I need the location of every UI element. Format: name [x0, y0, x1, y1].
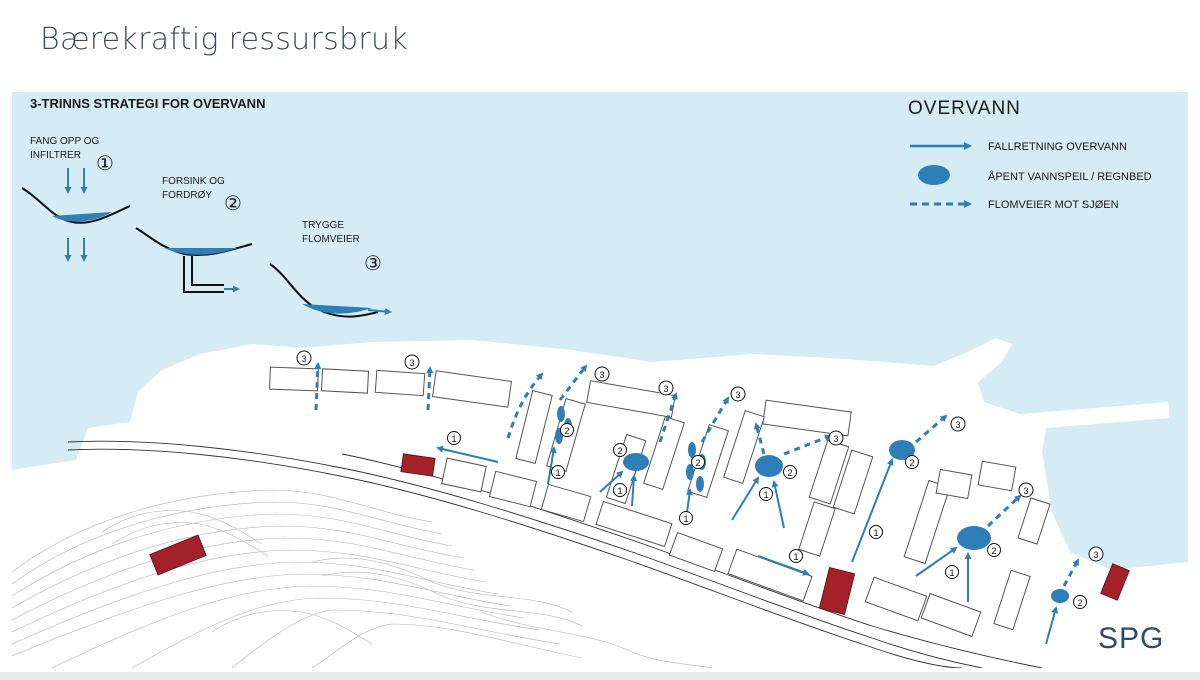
- marker-three: 3: [1088, 546, 1104, 562]
- step1-number: ①: [96, 153, 114, 175]
- svg-text:2: 2: [1077, 598, 1082, 608]
- legend-item-flomveier: FLOMVEIER MOT SJØEN: [910, 199, 1119, 211]
- step2-number: ②: [224, 193, 242, 215]
- marker-one: 1: [945, 565, 959, 579]
- svg-text:3: 3: [301, 354, 306, 364]
- rain-bed: [755, 455, 783, 477]
- spg-logo: SPG: [1098, 622, 1164, 655]
- strategy-heading: 3-TRINNS STRATEGI FOR OVERVANN: [30, 96, 265, 111]
- marker-three: 3: [730, 386, 746, 402]
- flow-arrows: [436, 445, 1059, 645]
- legend-label: FLOMVEIER MOT SJØEN: [988, 199, 1119, 211]
- legend-label: FALLRETNING OVERVANN: [988, 141, 1127, 153]
- building-blocks: [269, 366, 1051, 638]
- rain-bed: [686, 464, 694, 480]
- rain-bed: [623, 453, 649, 471]
- svg-text:1: 1: [949, 568, 954, 578]
- marker-one: 1: [789, 549, 803, 563]
- legend-label: ÅPENT VANNSPEIL / REGNBED: [988, 170, 1152, 183]
- svg-text:2: 2: [617, 446, 622, 456]
- rain-bed: [557, 406, 565, 422]
- existing-buildings: [149, 453, 1130, 616]
- svg-text:3: 3: [955, 420, 960, 430]
- terrain-contours: [12, 489, 713, 668]
- red-building: [400, 453, 436, 477]
- marker-two: 2: [783, 465, 797, 479]
- marker-two: 2: [613, 443, 627, 457]
- rain-bed: [889, 440, 915, 460]
- red-building: [818, 566, 856, 616]
- legend-item-fallretning: FALLRETNING OVERVANN: [910, 141, 1127, 153]
- step-markers: 3 3 3 3 3 3 3 3 3 2 2 2 2 2 2 2 1 1 1 1 …: [296, 350, 1104, 609]
- svg-text:3: 3: [735, 390, 740, 400]
- step2-label-line2: FORDRØY: [162, 190, 212, 201]
- svg-text:1: 1: [793, 552, 798, 562]
- marker-one: 1: [759, 487, 773, 501]
- svg-text:1: 1: [555, 468, 560, 478]
- rain-bed: [957, 526, 991, 550]
- marker-one: 1: [869, 525, 883, 539]
- svg-text:1: 1: [763, 490, 768, 500]
- svg-text:3: 3: [1093, 550, 1098, 560]
- svg-text:2: 2: [991, 546, 996, 556]
- marker-one: 1: [447, 431, 461, 445]
- svg-text:2: 2: [695, 458, 700, 468]
- svg-text:2: 2: [564, 426, 569, 436]
- page-title: Bærekraftig ressursbruk: [40, 22, 409, 57]
- red-building: [1100, 563, 1130, 601]
- legend-title: OVERVANN: [908, 98, 1021, 119]
- marker-one: 1: [613, 483, 627, 497]
- stormwater-site-plan: 3-TRINNS STRATEGI FOR OVERVANN FANG OPP …: [12, 92, 1188, 668]
- step2-detention-sketch: [135, 227, 253, 293]
- step1-label-line1: FANG OPP OG: [30, 136, 99, 147]
- marker-two: 2: [560, 423, 574, 437]
- legend-ellipse-icon: [918, 165, 950, 185]
- step3-label-line2: FLOMVEIER: [302, 234, 360, 245]
- marker-three: 3: [296, 350, 312, 366]
- marker-two: 2: [691, 455, 705, 469]
- marker-three: 3: [404, 354, 420, 370]
- svg-text:3: 3: [599, 370, 604, 380]
- rain-bed: [1051, 589, 1069, 603]
- marker-two: 2: [1073, 595, 1087, 609]
- marker-one: 1: [551, 465, 565, 479]
- marker-three: 3: [658, 380, 674, 396]
- marker-two: 2: [987, 543, 1001, 557]
- svg-text:3: 3: [833, 434, 838, 444]
- marker-one: 1: [679, 511, 693, 525]
- rain-beds: [555, 406, 1069, 603]
- step1-label-line2: INFILTRER: [30, 150, 81, 161]
- step3-label-line1: TRYGGE: [302, 220, 344, 231]
- slide-bottom-strip: [0, 672, 1200, 680]
- rain-bed: [688, 442, 696, 458]
- marker-three: 3: [594, 366, 610, 382]
- step1-infiltration-sketch: [21, 168, 131, 262]
- flood-routes: [314, 362, 1080, 587]
- svg-text:1: 1: [683, 514, 688, 524]
- svg-text:2: 2: [909, 458, 914, 468]
- rain-bed: [696, 476, 704, 492]
- svg-text:1: 1: [617, 486, 622, 496]
- marker-two: 2: [905, 455, 919, 469]
- red-building: [149, 534, 207, 576]
- marker-three: 3: [1018, 482, 1034, 498]
- svg-text:2: 2: [787, 468, 792, 478]
- legend-item-vannspeil: ÅPENT VANNSPEIL / REGNBED: [918, 165, 1152, 185]
- svg-text:1: 1: [873, 528, 878, 538]
- svg-text:3: 3: [663, 384, 668, 394]
- marker-three: 3: [950, 416, 966, 432]
- svg-text:3: 3: [409, 358, 414, 368]
- step3-number: ③: [364, 253, 382, 275]
- marker-three: 3: [828, 430, 844, 446]
- step2-label-line1: FORSINK OG: [162, 176, 225, 187]
- svg-text:3: 3: [1023, 486, 1028, 496]
- step3-floodway-sketch: [269, 263, 392, 318]
- svg-text:1: 1: [451, 434, 456, 444]
